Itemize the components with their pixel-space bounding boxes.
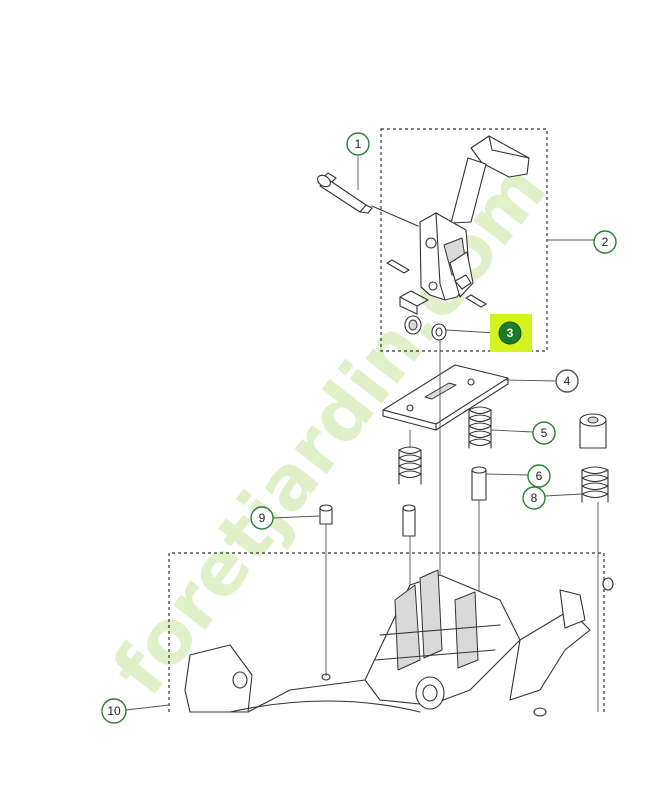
callout-4[interactable]: 4 — [555, 369, 579, 393]
callout-2[interactable]: 2 — [593, 230, 617, 254]
part-6-spacer — [471, 466, 487, 501]
callout-3-highlighted[interactable]: 3 — [490, 314, 532, 352]
part-4-plate — [382, 364, 509, 431]
part-8-spring — [579, 413, 609, 503]
callout-10-label: 10 — [107, 704, 121, 718]
callout-6-label: 6 — [536, 469, 543, 483]
part-5-spring — [468, 406, 492, 449]
callout-4-label: 4 — [564, 374, 571, 388]
part-1-screw — [317, 172, 373, 214]
callout-6[interactable]: 6 — [527, 464, 551, 488]
callout-5-label: 5 — [541, 426, 548, 440]
part-pins — [386, 259, 487, 315]
callout-2-label: 2 — [602, 235, 609, 249]
callout-8-label: 8 — [531, 491, 538, 505]
callout-1[interactable]: 1 — [346, 132, 370, 156]
assembly-10-boundary — [168, 552, 605, 712]
spacer-left — [402, 504, 416, 537]
callout-5[interactable]: 5 — [532, 421, 556, 445]
callout-9[interactable]: 9 — [250, 506, 274, 530]
callout-1-label: 1 — [355, 137, 362, 151]
part-3-bushings — [404, 315, 447, 341]
spring-left — [398, 446, 422, 485]
part-10-frame — [184, 569, 614, 717]
callout-10[interactable]: 10 — [101, 698, 127, 724]
part-2-lever — [371, 135, 530, 301]
callout-8[interactable]: 8 — [522, 486, 546, 510]
callout-9-label: 9 — [259, 511, 266, 525]
leader-lines — [125, 156, 594, 711]
callout-3-label: 3 — [507, 326, 514, 340]
part-9-sleeve — [319, 504, 333, 525]
